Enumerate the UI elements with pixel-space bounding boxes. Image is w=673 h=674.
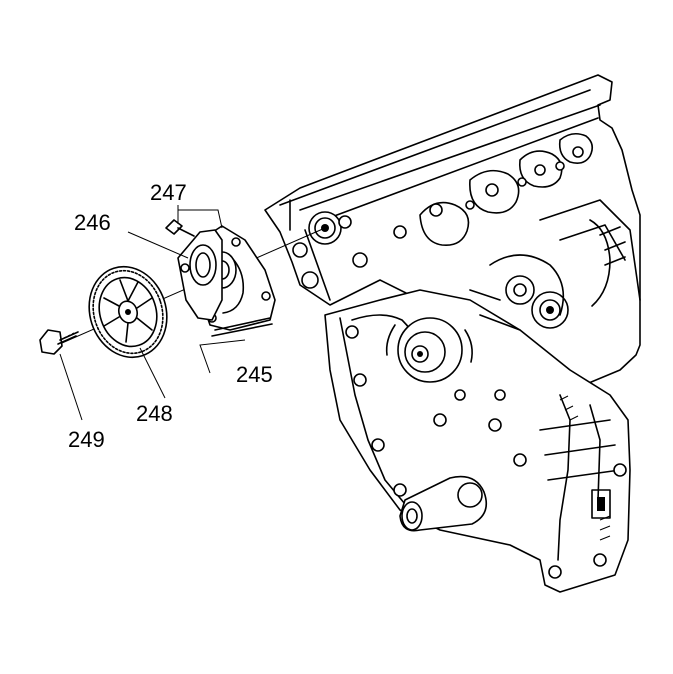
callout-247: 247 xyxy=(150,180,187,205)
part-249-bolt xyxy=(39,329,79,355)
part-246-seal xyxy=(177,229,223,321)
leader-lines xyxy=(59,205,246,421)
part-248-sprocket xyxy=(88,265,168,359)
callout-249: 249 xyxy=(68,427,105,452)
callout-248: 248 xyxy=(136,401,173,426)
part-247-bolt xyxy=(165,219,195,237)
callout-246: 246 xyxy=(74,210,111,235)
engine-block xyxy=(264,74,641,593)
callout-245: 245 xyxy=(236,362,273,387)
